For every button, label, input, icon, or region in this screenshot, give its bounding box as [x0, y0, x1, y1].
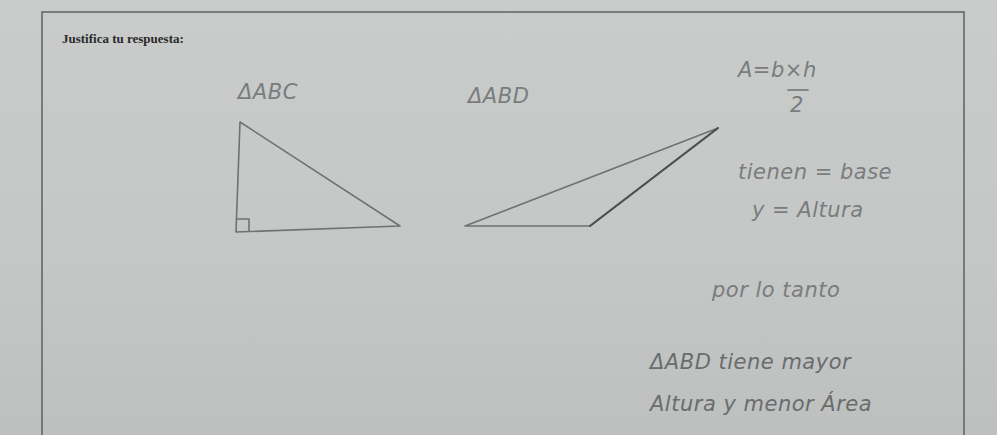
right-angle-mark: [237, 219, 249, 231]
area-formula: A=b×h: [738, 58, 817, 82]
obtuse-triangle: [465, 128, 718, 226]
handwritten-note: por lo tanto: [712, 278, 840, 302]
formula-denominator: 2: [790, 93, 804, 117]
handwritten-note: y = Altura: [752, 198, 864, 222]
answer-frame: [42, 12, 964, 435]
handwritten-note: ΔABD tiene mayor: [650, 350, 851, 374]
triangle-name: ΔABD: [468, 84, 529, 108]
triangle-name: ΔABC: [238, 80, 298, 104]
handwritten-note: tienen = base: [738, 160, 892, 184]
handwritten-note: Altura y menor Área: [650, 392, 872, 416]
fraction-bar: [788, 89, 808, 91]
right-triangle: [236, 122, 400, 232]
instruction-text: Justifica tu respuesta:: [62, 32, 184, 47]
triangle-side: [590, 128, 718, 226]
